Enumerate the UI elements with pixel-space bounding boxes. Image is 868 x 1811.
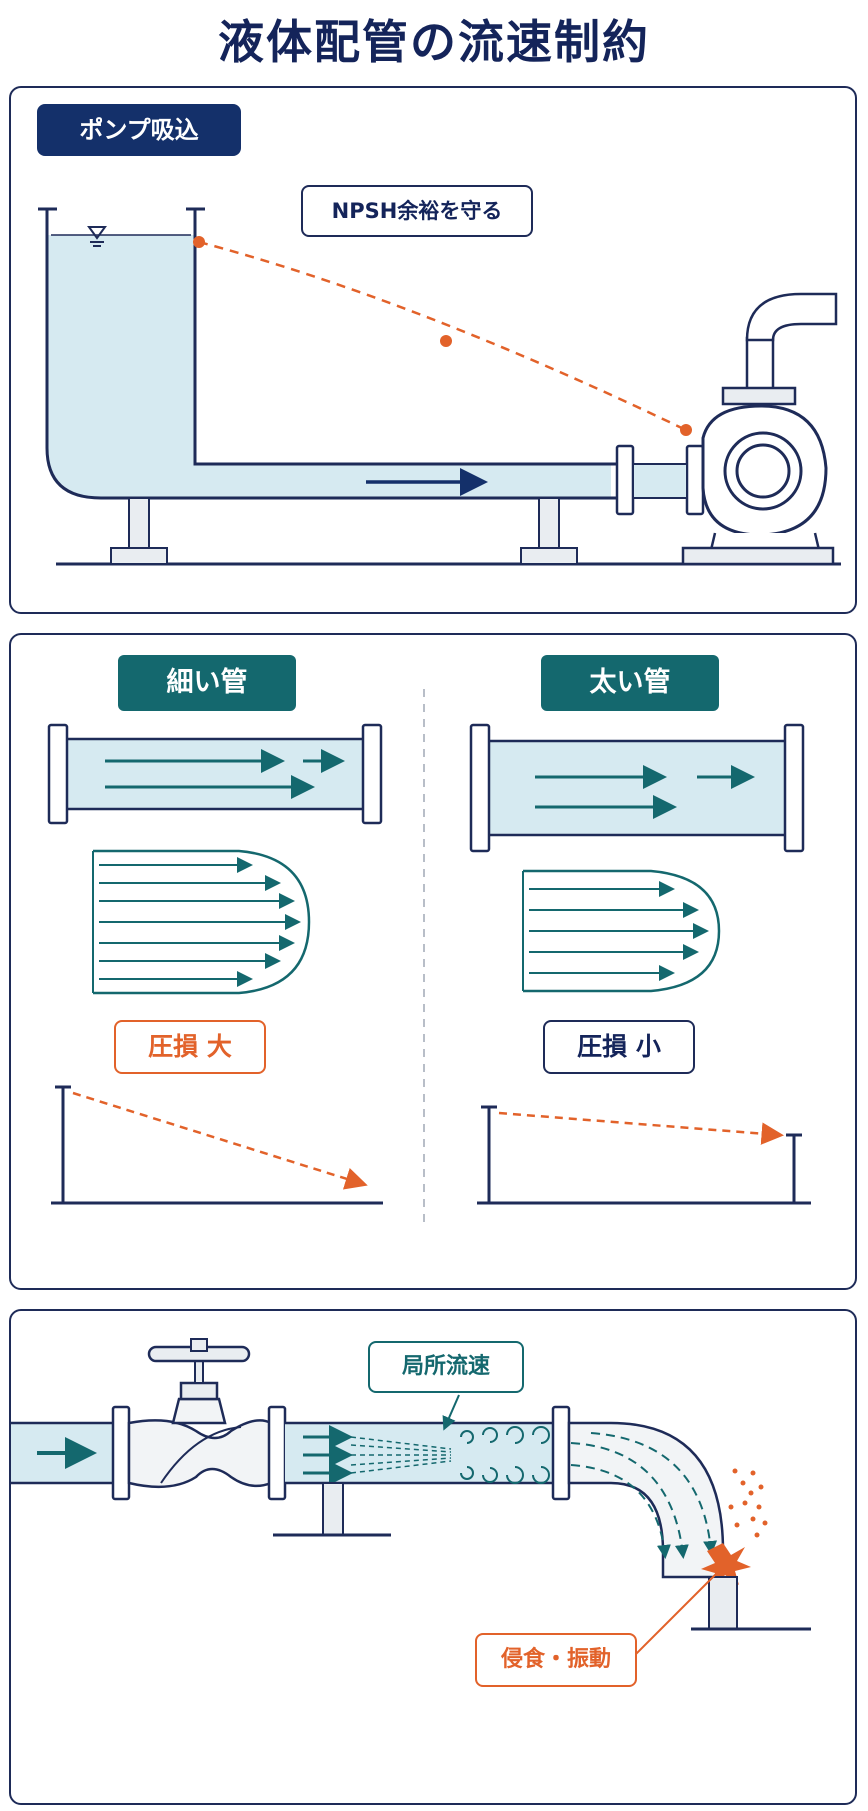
pipe-support-left — [110, 497, 168, 565]
narrow-pressure-graph — [51, 1085, 383, 1205]
local-velocity-leader — [442, 1394, 460, 1431]
npsh-note: NPSH余裕を守る — [301, 185, 533, 237]
valve-icon — [127, 1338, 273, 1489]
energy-grade-line — [198, 240, 687, 432]
narrow-velocity-profile — [92, 849, 311, 995]
wide-pipe-label: 太い管 — [541, 655, 719, 711]
middle-pipe — [267, 1405, 553, 1501]
outlet-support — [708, 1576, 738, 1630]
local-velocity-label: 局所流速 — [368, 1341, 524, 1393]
pump-suction-diagram — [38, 207, 841, 566]
elbow-pipe — [551, 1405, 725, 1579]
pump-suction-label: ポンプ吸込 — [37, 104, 241, 156]
local-velocity-panel: 局所流速 侵食・振動 — [9, 1309, 857, 1805]
wide-pressure-graph — [477, 1105, 811, 1205]
pipe-size-diagram — [47, 689, 811, 1225]
wide-pipe — [469, 723, 805, 853]
erosion-vibration-label: 侵食・振動 — [475, 1633, 637, 1687]
local-velocity-diagram — [11, 1338, 811, 1658]
pump-icon — [681, 292, 838, 566]
page-title: 液体配管の流速制約 — [218, 15, 650, 69]
pipe-size-panel: 細い管 太い管 圧損 大 圧損 小 — [9, 633, 857, 1290]
suction-flange — [615, 444, 635, 516]
inlet-pipe — [11, 1405, 131, 1501]
erosion-impact-icon — [701, 1468, 768, 1587]
water-level-icon — [51, 226, 191, 247]
wide-pressure-loss-label: 圧損 小 — [543, 1020, 695, 1074]
narrow-pipe-label: 細い管 — [118, 655, 296, 711]
pipe-support — [273, 1482, 391, 1537]
tank-water — [47, 235, 611, 498]
pipe-support-right — [520, 497, 578, 565]
wide-velocity-profile — [522, 869, 721, 993]
pump-suction-panel: ポンプ吸込 NPSH余裕を守る — [9, 86, 857, 614]
narrow-pipe — [47, 723, 383, 825]
erosion-leader — [632, 1572, 718, 1658]
tank-wall-left — [45, 208, 621, 500]
narrow-pressure-loss-label: 圧損 大 — [114, 1020, 266, 1074]
pump-flange — [685, 444, 705, 516]
tank-wall-right — [193, 208, 621, 466]
